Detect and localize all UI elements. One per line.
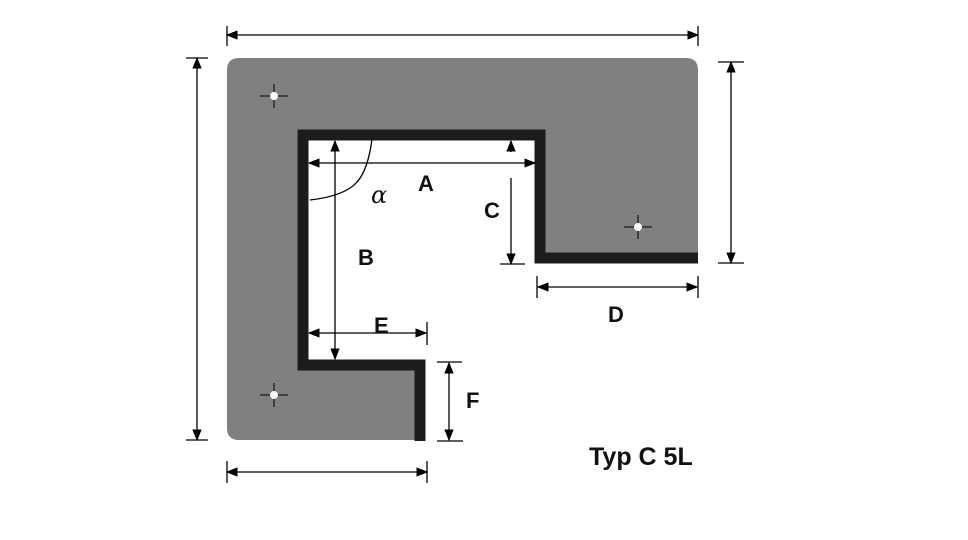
label-d: D — [608, 302, 624, 327]
label-alpha: α — [371, 181, 387, 209]
label-c: C — [484, 198, 500, 223]
mounting-hole-icon — [260, 383, 288, 407]
type-title: Typ C 5L — [589, 443, 693, 471]
label-a: A — [418, 171, 434, 196]
mounting-hole-icon — [624, 215, 652, 239]
mounting-hole-icon — [260, 84, 288, 108]
label-b: B — [358, 245, 374, 270]
label-f: F — [466, 388, 479, 413]
mounting-hole-marks — [260, 84, 652, 407]
angle-arc — [309, 138, 373, 201]
wall-edge-outline — [297, 129, 698, 441]
dimension-lines — [186, 26, 744, 483]
label-e: E — [374, 313, 389, 338]
countertop-panel — [227, 58, 698, 440]
